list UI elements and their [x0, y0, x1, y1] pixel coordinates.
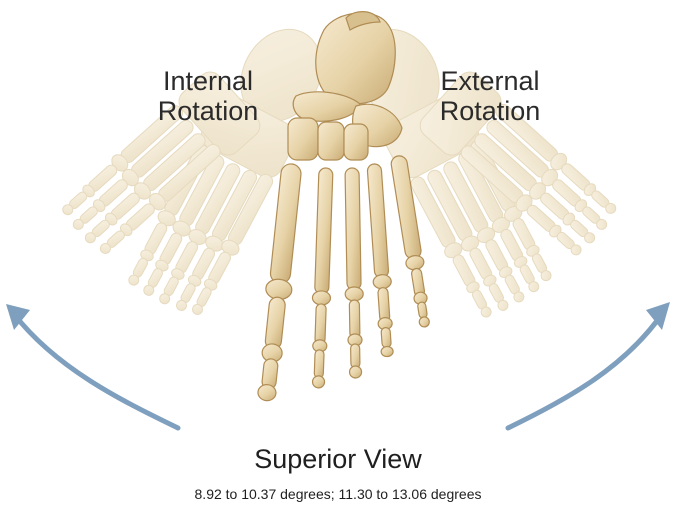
rotation-range-caption: 8.92 to 10.37 degrees; 11.30 to 13.06 de… [100, 487, 576, 503]
view-title: Superior View [180, 444, 496, 474]
external-label-line2: Rotation [420, 96, 560, 126]
external-label-line1: External [420, 66, 560, 96]
external-rotation-label: External Rotation [420, 66, 560, 126]
internal-label-line2: Rotation [138, 96, 278, 126]
ghost-foot-internal [56, 12, 344, 323]
internal-label-line1: Internal [138, 66, 278, 96]
curved-arrow-up-right-icon [508, 302, 670, 428]
curved-arrow-up-left-icon [6, 304, 178, 428]
internal-rotation-label: Internal Rotation [138, 66, 278, 126]
